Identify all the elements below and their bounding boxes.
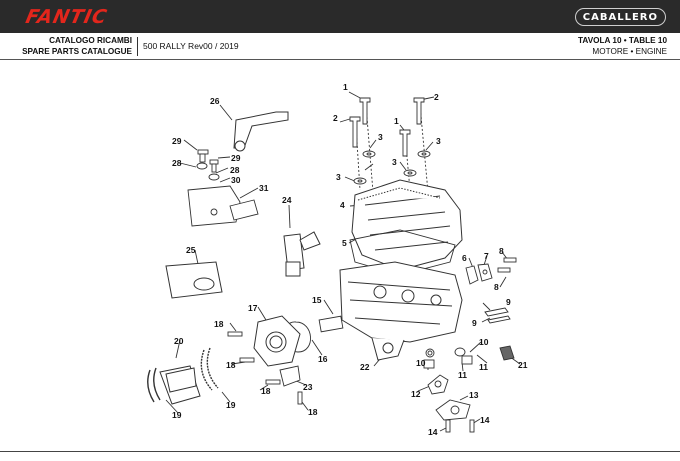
callout-label: 2 bbox=[333, 113, 338, 123]
callout-label: 22 bbox=[360, 362, 370, 372]
callout-label: 26 bbox=[210, 96, 220, 106]
head-bolts bbox=[349, 97, 425, 157]
bracket-23 bbox=[279, 365, 301, 387]
callout-label: 12 bbox=[411, 389, 421, 399]
catalog-header: CATALOGO RICAMBI SPARE PARTS CATALOGUE 5… bbox=[0, 33, 680, 60]
catalog-title: CATALOGO RICAMBI SPARE PARTS CATALOGUE bbox=[0, 36, 132, 57]
callout-label: 3 bbox=[392, 157, 397, 167]
callout-label: 14 bbox=[428, 427, 438, 437]
o-rings-plugs bbox=[423, 347, 473, 369]
callout-label: 17 bbox=[248, 303, 258, 313]
callout-label: 11 bbox=[458, 370, 467, 380]
callout-label: 3 bbox=[378, 132, 383, 142]
callout-label: 23 bbox=[303, 382, 313, 392]
table-number: TAVOLA 10 • TABLE 10 bbox=[578, 36, 667, 45]
callout-label: 7 bbox=[484, 251, 489, 261]
filter-element bbox=[165, 261, 223, 299]
cover-gasket bbox=[349, 229, 456, 276]
callout-label: 25 bbox=[186, 245, 196, 255]
callout-label: 16 bbox=[318, 354, 328, 364]
fantic-logo: FANTIC bbox=[23, 6, 110, 28]
model-info: 500 RALLY Rev00 / 2019 bbox=[143, 41, 239, 51]
table-info: TAVOLA 10 • TABLE 10 MOTORE • ENGINE bbox=[578, 36, 667, 57]
callout-label: 18 bbox=[261, 386, 271, 396]
callout-labels: 1 2 2 1 3 3 3 3 4 5 6 7 8 8 9 9 10 10 11… bbox=[172, 82, 528, 437]
side-cover-parts bbox=[465, 257, 517, 285]
callout-label: 28 bbox=[172, 158, 182, 168]
callout-label: 18 bbox=[308, 407, 318, 417]
callout-label: 19 bbox=[172, 410, 182, 420]
catalog-title-it: CATALOGO RICAMBI bbox=[49, 36, 132, 45]
fuel-fitting bbox=[233, 111, 289, 152]
callout-label: 24 bbox=[282, 195, 292, 205]
callout-label: 9 bbox=[472, 318, 477, 328]
pins bbox=[484, 307, 511, 324]
callout-label: 4 bbox=[340, 200, 345, 210]
callout-label: 14 bbox=[480, 415, 490, 425]
exploded-parts-diagram: 1 2 2 1 3 3 3 3 4 5 6 7 8 8 9 9 10 10 11… bbox=[147, 82, 528, 437]
bracket-parts bbox=[187, 149, 259, 227]
callout-label: 20 bbox=[174, 336, 184, 346]
callout-label: 19 bbox=[226, 400, 236, 410]
callout-label: 11 bbox=[479, 362, 488, 372]
callout-label: 1 bbox=[394, 116, 399, 126]
header-divider bbox=[137, 37, 138, 56]
catalog-title-en: SPARE PARTS CATALOGUE bbox=[22, 46, 132, 56]
washers bbox=[353, 150, 431, 185]
bolts-18 bbox=[227, 331, 303, 405]
callout-label: 15 bbox=[312, 295, 322, 305]
callout-label: 28 bbox=[230, 165, 240, 175]
fuel-injector bbox=[283, 231, 321, 277]
callout-label: 8 bbox=[494, 282, 499, 292]
table-section: MOTORE • ENGINE bbox=[592, 46, 667, 56]
callout-label: 18 bbox=[226, 360, 236, 370]
throttle-body bbox=[253, 315, 301, 367]
callout-label: 29 bbox=[172, 136, 182, 146]
callout-label: 10 bbox=[416, 358, 426, 368]
callout-label: 13 bbox=[469, 390, 479, 400]
callout-label: 6 bbox=[462, 253, 467, 263]
callout-label: 3 bbox=[336, 172, 341, 182]
callout-label: 1 bbox=[343, 82, 348, 92]
callout-label: 10 bbox=[479, 337, 489, 347]
callout-label: 31 bbox=[259, 183, 269, 193]
callout-label: 30 bbox=[231, 175, 241, 185]
callout-label: 21 bbox=[518, 360, 528, 370]
caballero-logo: CABALLERO bbox=[574, 8, 666, 26]
callout-label: 8 bbox=[499, 246, 504, 256]
thermostat-parts bbox=[427, 374, 475, 433]
callout-label: 18 bbox=[214, 319, 224, 329]
top-bar: FANTIC CABALLERO bbox=[0, 0, 680, 33]
callout-label: 9 bbox=[506, 297, 511, 307]
footer-rule bbox=[0, 451, 680, 452]
temperature-sensor bbox=[499, 345, 515, 361]
callout-label: 5 bbox=[342, 238, 347, 248]
valve-cover bbox=[351, 179, 463, 271]
intake-manifold bbox=[147, 347, 219, 405]
callout-label: 29 bbox=[231, 153, 241, 163]
cylinder-head bbox=[339, 261, 463, 361]
callout-label: 2 bbox=[434, 92, 439, 102]
callout-label: 3 bbox=[436, 136, 441, 146]
